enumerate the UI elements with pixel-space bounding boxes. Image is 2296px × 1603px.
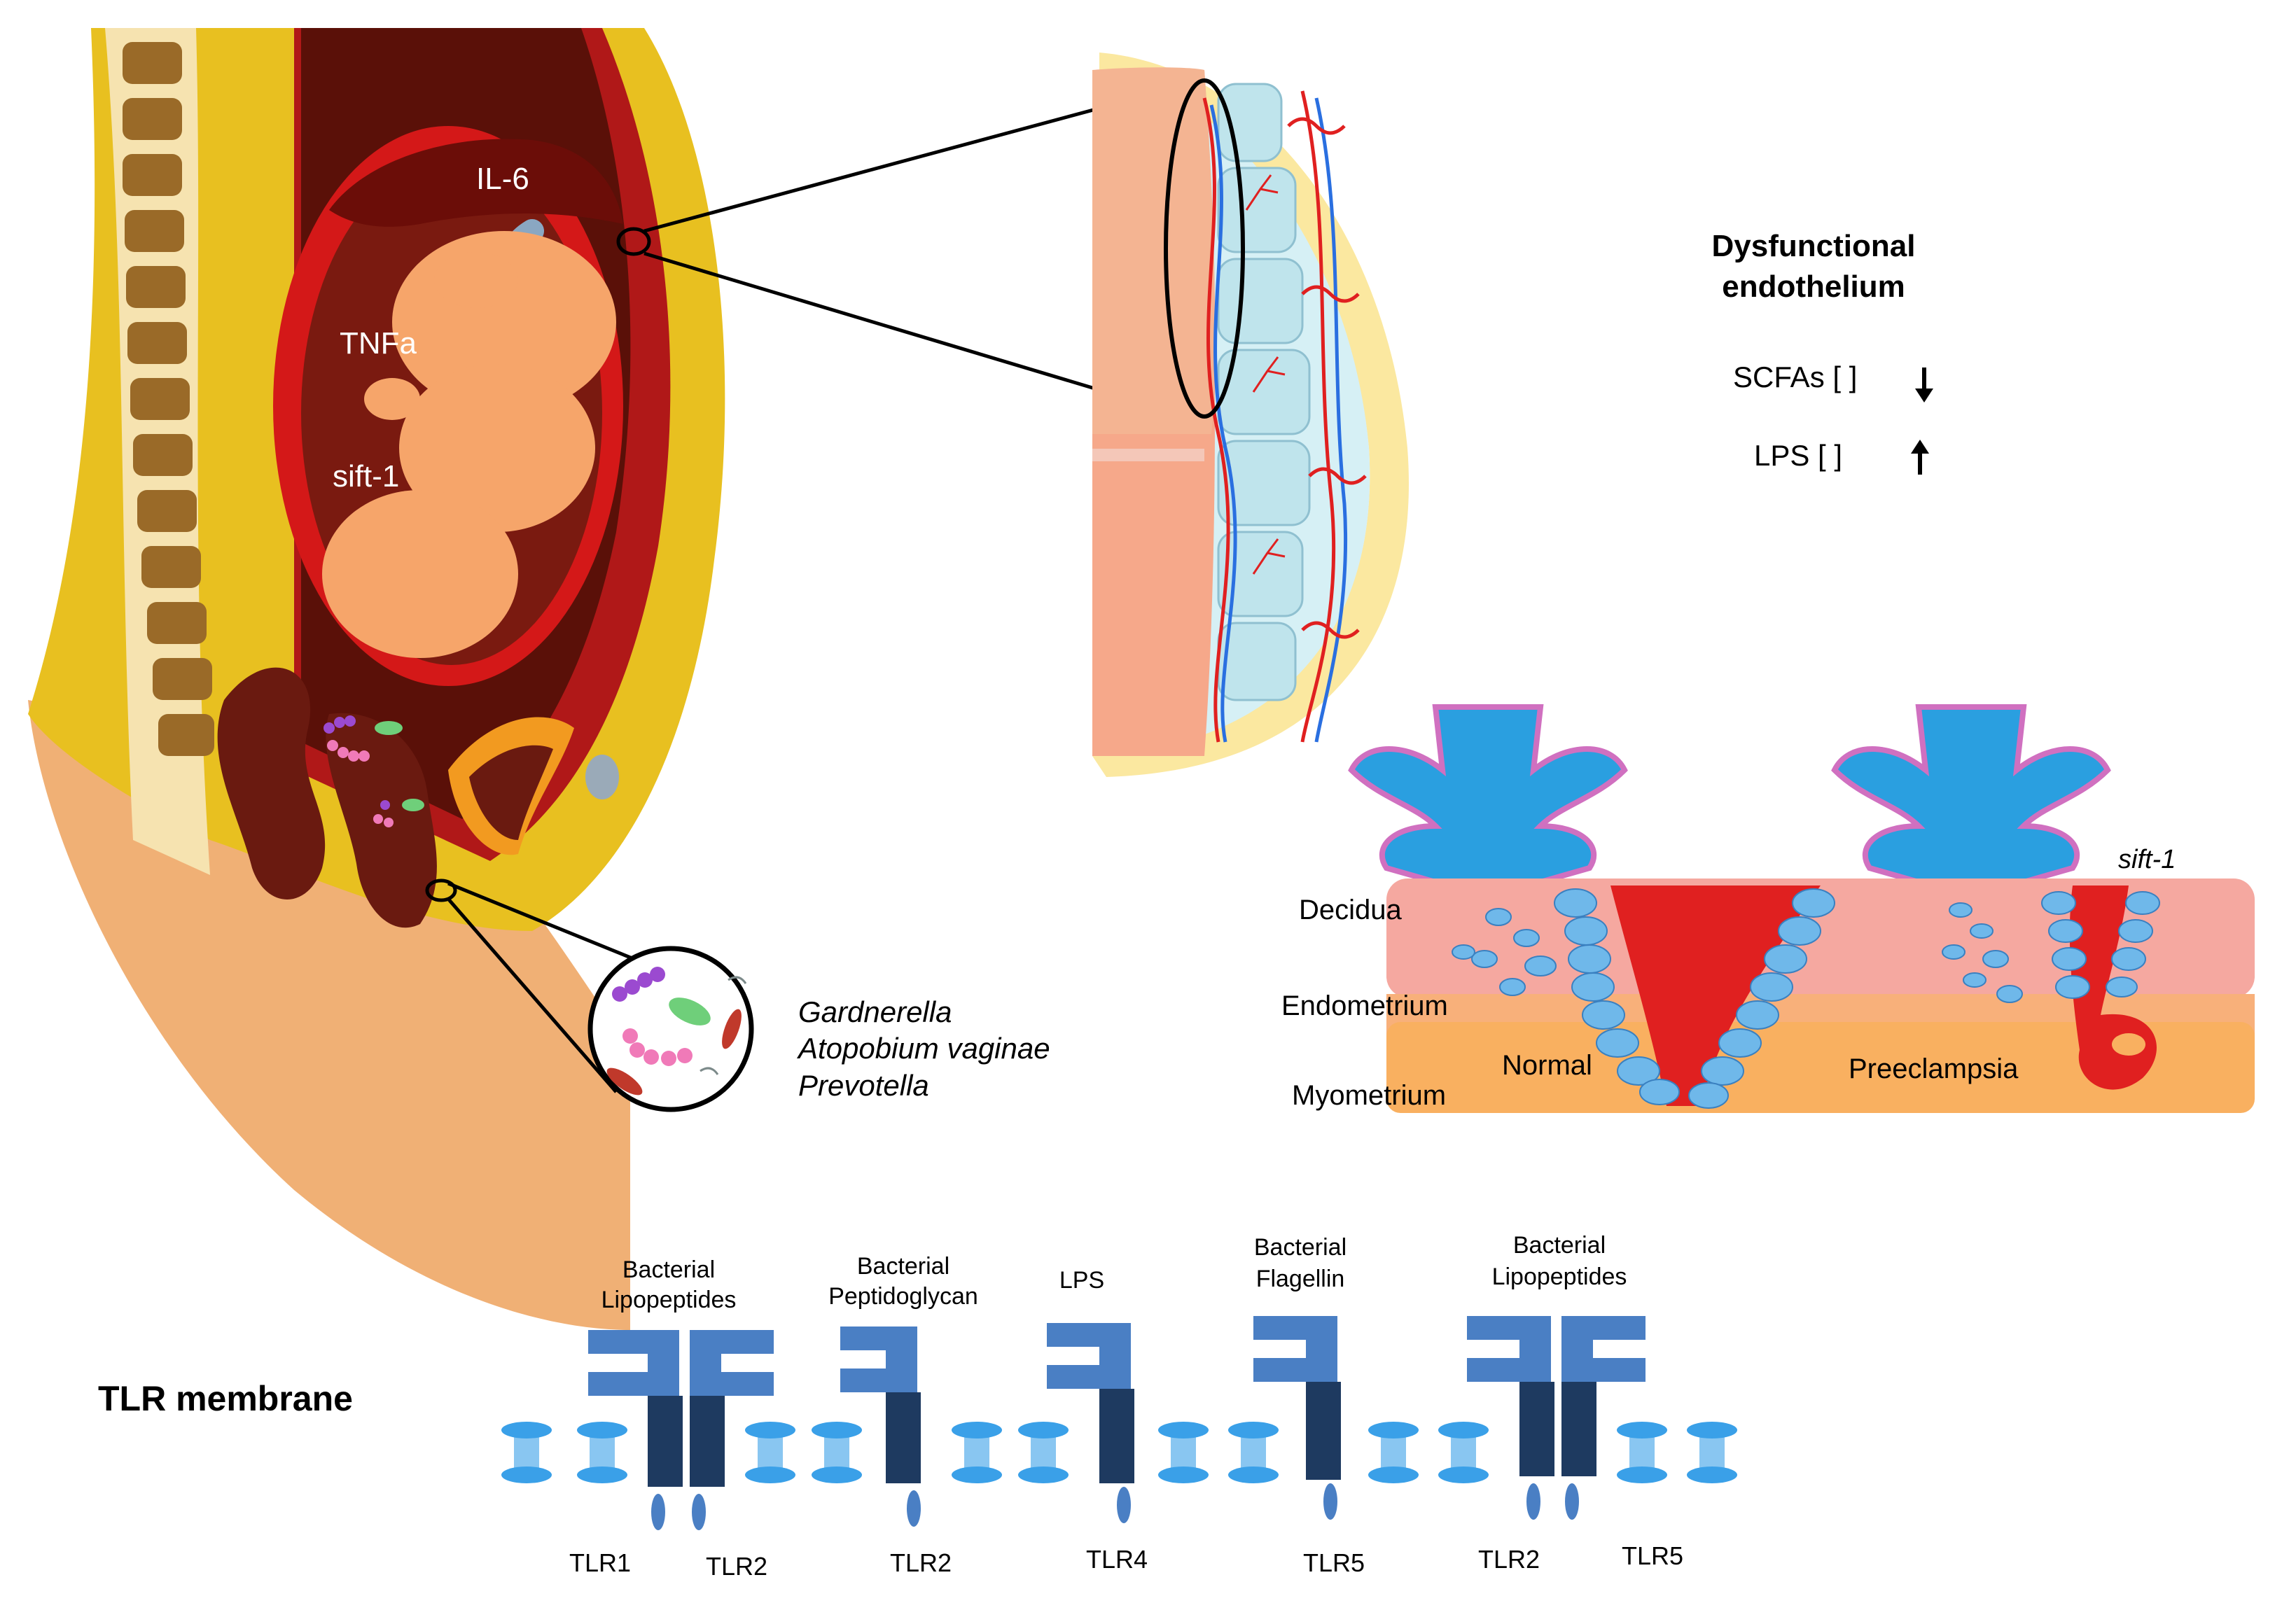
tnfa-label: TNFa bbox=[340, 326, 417, 360]
bacteria-atopobium: Atopobium vaginae bbox=[796, 1032, 1050, 1065]
tlr5-receptor-b bbox=[1561, 1316, 1646, 1520]
ligand-5-line1: Bacterial bbox=[1513, 1232, 1606, 1259]
up-arrow-icon bbox=[1911, 440, 1929, 475]
receptor-label-6: TLR2 bbox=[1478, 1545, 1540, 1574]
villi-preeclampsia bbox=[1831, 704, 2111, 906]
receptor-label-5: TLR5 bbox=[1303, 1548, 1365, 1577]
microbiota-zoom: Gardnerella Atopobium vaginae Prevotella bbox=[425, 878, 1050, 1112]
normal-label: Normal bbox=[1502, 1050, 1592, 1081]
bacteria-prevotella: Prevotella bbox=[798, 1069, 929, 1102]
il6-label: IL-6 bbox=[476, 162, 529, 196]
lps-label: LPS [ ] bbox=[1754, 439, 1842, 472]
sift1-villi-label: sift-1 bbox=[2118, 845, 2176, 874]
tlr5-receptor-a bbox=[1253, 1316, 1341, 1520]
receptor-label-4: TLR4 bbox=[1086, 1545, 1148, 1574]
bacteria-icons bbox=[606, 967, 747, 1096]
placental-vessels bbox=[1202, 90, 1367, 743]
vertebrae bbox=[123, 42, 214, 756]
ligand-4-line2: Flagellin bbox=[1256, 1266, 1345, 1292]
endometrium-label: Endometrium bbox=[1281, 990, 1448, 1021]
tlr-membrane-label: TLR membrane bbox=[98, 1379, 353, 1418]
endothelium-title-line1: Dysfunctional bbox=[1712, 229, 1916, 263]
placenta bbox=[329, 139, 623, 227]
trophoblast-cells bbox=[1452, 888, 2160, 1109]
scfas-label: SCFAs [ ] bbox=[1733, 360, 1857, 393]
receptor-label-2: TLR2 bbox=[706, 1552, 767, 1581]
tlr2-receptor-b bbox=[840, 1326, 921, 1527]
preeclampsia-label: Preeclampsia bbox=[1849, 1054, 2019, 1084]
bacteria-gardnerella: Gardnerella bbox=[798, 995, 952, 1028]
decidua-label: Decidua bbox=[1299, 895, 1403, 925]
bowel bbox=[217, 667, 326, 899]
down-arrow-icon bbox=[1915, 368, 1933, 402]
membrane-lipids bbox=[501, 1422, 1737, 1483]
tlr4-receptor bbox=[1047, 1323, 1134, 1523]
ligand-4-line1: Bacterial bbox=[1254, 1234, 1347, 1261]
endothelium-title-line2: endothelium bbox=[1722, 270, 1905, 304]
myometrium-label: Myometrium bbox=[1292, 1080, 1446, 1111]
placenta-detail bbox=[1092, 52, 1409, 777]
spiral-artery-normal bbox=[1610, 886, 1821, 1106]
tlr1-receptor bbox=[588, 1330, 683, 1530]
villi-normal bbox=[1348, 704, 1628, 906]
pubic-bone bbox=[585, 755, 619, 799]
pregnancy-cross-section: IL-6 TNFa sift-1 bbox=[28, 28, 725, 1330]
tlr2-receptor-a bbox=[690, 1330, 774, 1530]
placenta-zoom-circle bbox=[1164, 78, 1245, 419]
receptor-label-1: TLR1 bbox=[569, 1548, 631, 1577]
cervical-bacteria bbox=[323, 715, 424, 827]
endothelium-panel: Dysfunctional endothelium SCFAs [ ] LPS … bbox=[1712, 229, 1933, 475]
receptor-label-3: TLR2 bbox=[890, 1548, 952, 1577]
sift1-label: sift-1 bbox=[333, 459, 399, 493]
ligand-3-line1: LPS bbox=[1059, 1267, 1104, 1294]
ligand-2-line2: Peptidoglycan bbox=[828, 1283, 978, 1310]
ligand-1-line1: Bacterial bbox=[622, 1256, 715, 1283]
zoom-lines-placenta bbox=[616, 85, 1177, 415]
receptor-label-7: TLR5 bbox=[1622, 1541, 1683, 1570]
placenta-outer-membrane bbox=[1092, 52, 1409, 777]
tlr2-receptor-c bbox=[1467, 1316, 1554, 1520]
ligand-5-line2: Lipopeptides bbox=[1492, 1264, 1627, 1290]
ligand-2-line1: Bacterial bbox=[857, 1253, 949, 1280]
ligand-1-line2: Lipopeptides bbox=[601, 1287, 737, 1313]
fetus bbox=[322, 231, 616, 658]
placentation-panel: Decidua Endometrium Myometrium Normal Pr… bbox=[1281, 704, 2255, 1113]
tlr-panel: TLR membrane Bacterial Lipopeptides Bact… bbox=[98, 1232, 1737, 1581]
